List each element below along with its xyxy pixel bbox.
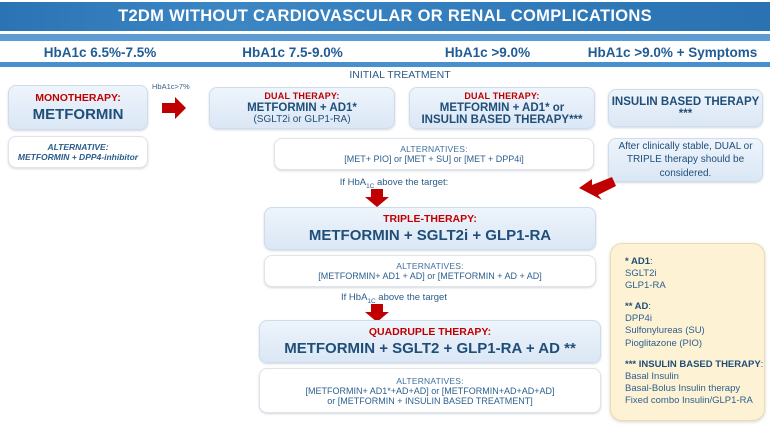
threshold-label: HbA1c>7%	[152, 82, 190, 91]
alternatives-triple-title: ALTERNATIVES:	[396, 261, 464, 271]
alternatives-quadruple-box: ALTERNATIVES: [METFORMIN+ AD1*+AD+AD] or…	[259, 368, 601, 413]
legend-insulin-heading: *** INSULIN BASED THERAPY:	[625, 358, 764, 370]
dual-therapy-left-box: DUAL THERAPY: METFORMIN + AD1* (SGLT2i o…	[209, 87, 395, 129]
initial-treatment-label: INITIAL TREATMENT	[349, 69, 451, 81]
dual-left-line1: METFORMIN + AD1*	[247, 102, 357, 114]
alternatives-dual-title: ALTERNATIVES:	[400, 144, 468, 154]
legend-insulin-item-0: Basal Insulin	[625, 370, 679, 382]
dual-right-line2: INSULIN BASED THERAPY***	[421, 113, 583, 126]
alternatives-triple-body: [METFORMIN+ AD1 + AD] or [METFORMIN + AD…	[318, 271, 542, 281]
legend-ad-item-0: DPP4i	[625, 313, 652, 325]
legend-box: * AD1: SGLT2i GLP1-RA ** AD: DPP4i Sulfo…	[610, 243, 765, 421]
column-header-3: HbA1c >9.0%	[444, 44, 531, 60]
dual-right-line1: METFORMIN + AD1* or	[439, 101, 565, 114]
legend-ad-heading: ** AD:	[625, 301, 652, 313]
monotherapy-alt-title: ALTERNATIVE:	[47, 142, 109, 152]
monotherapy-box: MONOTHERAPY: METFORMIN	[8, 85, 148, 130]
quadruple-therapy-drug: METFORMIN + SGLT2 + GLP1-RA + AD **	[284, 340, 576, 357]
alternatives-triple-box: ALTERNATIVES: [METFORMIN+ AD1 + AD] or […	[264, 255, 596, 287]
quadruple-therapy-kicker: QUADRUPLE THERAPY:	[368, 326, 492, 338]
legend-ad1-item-1: GLP1-RA	[625, 280, 666, 292]
legend-insulin-item-2: Fixed combo Insulin/GLP1-RA	[625, 395, 753, 407]
header-bottom-band	[0, 62, 770, 67]
arrow-down-icon-2	[363, 303, 391, 323]
legend-ad1-heading: * AD1:	[625, 256, 653, 267]
insulin-therapy-title: INSULIN BASED THERAPY ***	[611, 96, 760, 120]
legend-insulin-item-1: Basal-Bolus Insulin therapy	[625, 382, 741, 394]
diagram-title-bar: T2DM WITHOUT CARDIOVASCULAR OR RENAL COM…	[0, 2, 770, 31]
if-above-target-label-1: If HbA1C above the target:	[339, 177, 449, 190]
triple-therapy-box: TRIPLE-THERAPY: METFORMIN + SGLT2i + GLP…	[264, 207, 596, 250]
alternatives-dual-body: [MET+ PIO] or [MET + SU] or [MET + DPP4i…	[344, 154, 524, 164]
legend-ad-item-2: Pioglitazone (PIO)	[625, 337, 703, 349]
column-header-2: HbA1c 7.5-9.0%	[242, 44, 343, 60]
insulin-note-text: After clinically stable, DUAL or TRIPLE …	[618, 140, 753, 179]
monotherapy-alternative-box: ALTERNATIVE: METFORMIN + DPP4-inhibitor	[8, 136, 148, 168]
insulin-therapy-box: INSULIN BASED THERAPY ***	[608, 89, 763, 127]
dual-left-line2: (SGLT2i or GLP1-RA)	[253, 114, 351, 125]
column-header-4: HbA1c >9.0% + Symptoms	[587, 44, 758, 60]
monotherapy-kicker: MONOTHERAPY:	[35, 92, 121, 104]
arrow-down-icon-1	[363, 188, 391, 208]
monotherapy-drug: METFORMIN	[32, 106, 124, 123]
arrow-diagonal-down-left-icon	[578, 176, 618, 210]
page-title: T2DM WITHOUT CARDIOVASCULAR OR RENAL COM…	[118, 7, 652, 25]
insulin-note-box: After clinically stable, DUAL or TRIPLE …	[608, 138, 763, 182]
header-accent-band	[0, 34, 770, 41]
alternatives-quad-title: ALTERNATIVES:	[396, 375, 464, 386]
monotherapy-alt-body: METFORMIN + DPP4-inhibitor	[17, 152, 139, 162]
dual-therapy-right-box: DUAL THERAPY: METFORMIN + AD1* or INSULI…	[409, 87, 595, 129]
dual-left-kicker: DUAL THERAPY:	[264, 91, 340, 101]
triple-therapy-drug: METFORMIN + SGLT2i + GLP1-RA	[308, 227, 552, 244]
dual-right-kicker: DUAL THERAPY:	[464, 90, 540, 101]
column-header-1: HbA1c 6.5%-7.5%	[43, 44, 157, 60]
legend-ad-item-1: Sulfonylureas (SU)	[625, 325, 705, 337]
triple-therapy-kicker: TRIPLE-THERAPY:	[383, 213, 477, 225]
column-header-row: HbA1c 6.5%-7.5% HbA1c 7.5-9.0% HbA1c >9.…	[0, 41, 770, 63]
alternatives-dual-box: ALTERNATIVES: [MET+ PIO] or [MET + SU] o…	[274, 138, 594, 170]
arrow-right-icon	[160, 95, 188, 121]
if-above-target-label-2: If HbA1C above the target	[341, 292, 447, 305]
legend-ad1-item-0: SGLT2i	[625, 268, 657, 279]
quadruple-therapy-box: QUADRUPLE THERAPY: METFORMIN + SGLT2 + G…	[259, 320, 601, 363]
alternatives-quad-line2: or [METFORMIN + INSULIN BASED TREATMENT]	[327, 395, 533, 406]
alternatives-quad-line1: [METFORMIN+ AD1*+AD+AD] or [METFORMIN+AD…	[305, 385, 555, 396]
